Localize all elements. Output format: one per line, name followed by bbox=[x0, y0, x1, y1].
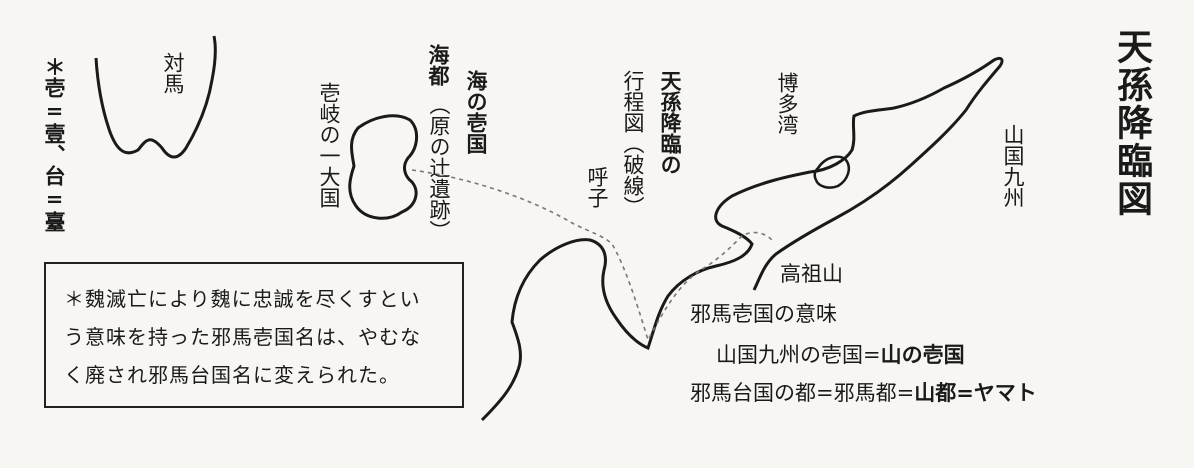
note-line: う意味を持った邪馬壱国名は、やむな bbox=[64, 325, 421, 349]
diagram-title: 天孫降臨図 bbox=[1111, 28, 1153, 218]
meaning-line-1: 山国九州の壱国=山の壱国 bbox=[716, 344, 965, 366]
tenson-route-dashed bbox=[411, 169, 773, 343]
note-box: ＊魏滅亡により魏に忠誠を尽くすとい う意味を持った邪馬壱国名は、やむな く廃され… bbox=[44, 262, 464, 408]
label-umi-no-ikkoku: 海の壱国 bbox=[464, 70, 489, 154]
label-kaito-sub: （原の辻遺跡） bbox=[427, 94, 451, 241]
label-yobuko: 呼子 bbox=[585, 166, 609, 208]
kyushu-coastline bbox=[480, 56, 1004, 422]
label-route-a: 天孫降臨の bbox=[658, 70, 683, 175]
meaning-line-2-bold: 山都=ヤマト bbox=[914, 380, 1037, 405]
meaning-line-1-text: 山国九州の壱国= bbox=[716, 343, 881, 367]
label-yamakuni-kyushu: 山国九州 bbox=[1001, 124, 1025, 208]
iki-island-coastline bbox=[348, 114, 418, 220]
label-iki-ichidaikoku: 壱岐の一大国 bbox=[317, 82, 341, 208]
meaning-line-2: 邪馬台国の都=邪馬都=山都=ヤマト bbox=[690, 382, 1037, 404]
meaning-line-2-text: 邪馬台国の都=邪馬都= bbox=[690, 381, 915, 405]
meaning-line-1-bold: 山の壱国 bbox=[880, 342, 965, 367]
label-kaito: 海都 bbox=[426, 44, 451, 86]
note-line: く廃され邪馬台国名に変えられた。 bbox=[64, 363, 400, 387]
tsushima-coastline bbox=[94, 35, 217, 159]
label-takasoyama: 高祖山 bbox=[780, 262, 843, 286]
label-tsushima: 対馬 bbox=[161, 52, 185, 94]
label-route-b: 行程図（破線） bbox=[621, 70, 645, 217]
note-iki-variants: ＊壱=壹、台=臺 bbox=[42, 56, 67, 232]
note-line: ＊魏滅亡により魏に忠誠を尽くすとい bbox=[64, 287, 421, 311]
label-hakata-bay: 博多湾 bbox=[775, 72, 799, 135]
label-yamaikoku-meaning: 邪馬壱国の意味 bbox=[690, 302, 837, 326]
hakata-islet bbox=[813, 155, 850, 189]
